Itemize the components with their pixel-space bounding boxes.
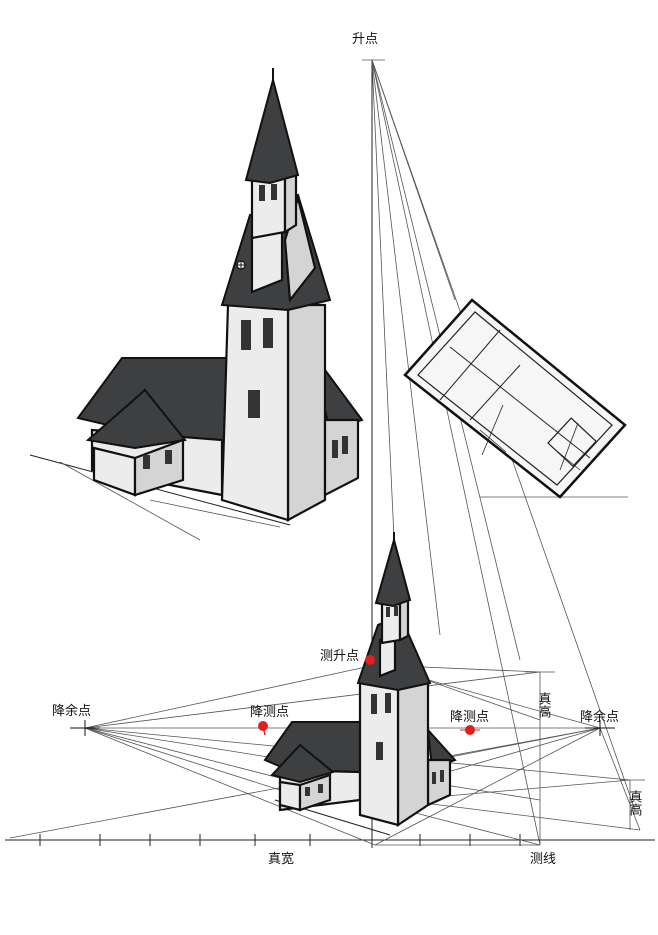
label-vp-right: 降余点 xyxy=(580,709,619,725)
label-true-height-2: 真高 xyxy=(627,790,643,816)
vanishing-point-markers xyxy=(70,720,615,736)
label-measure-point-right: 降测点 xyxy=(450,710,489,725)
label-measure-up-point: 测升点 xyxy=(320,649,359,664)
measuring-points xyxy=(258,655,480,736)
label-vp-left: 降余点 xyxy=(52,703,91,719)
label-vp-up: 升点 xyxy=(352,32,378,47)
floor-plan-rotated xyxy=(403,298,628,499)
label-measure-point-left: 降测点 xyxy=(250,705,289,720)
label-true-width: 真宽 xyxy=(268,851,294,867)
labels: 升点 测升点 降余点 降测点 降测点 降余点 真高 真高 真宽 测线 xyxy=(52,32,642,867)
measure-up-point-marker xyxy=(365,655,375,665)
church-illustration-upper xyxy=(29,68,364,541)
church-illustration-lower xyxy=(263,532,457,836)
label-true-height-1: 真高 xyxy=(536,692,552,718)
label-measure-line: 测线 xyxy=(530,852,556,867)
